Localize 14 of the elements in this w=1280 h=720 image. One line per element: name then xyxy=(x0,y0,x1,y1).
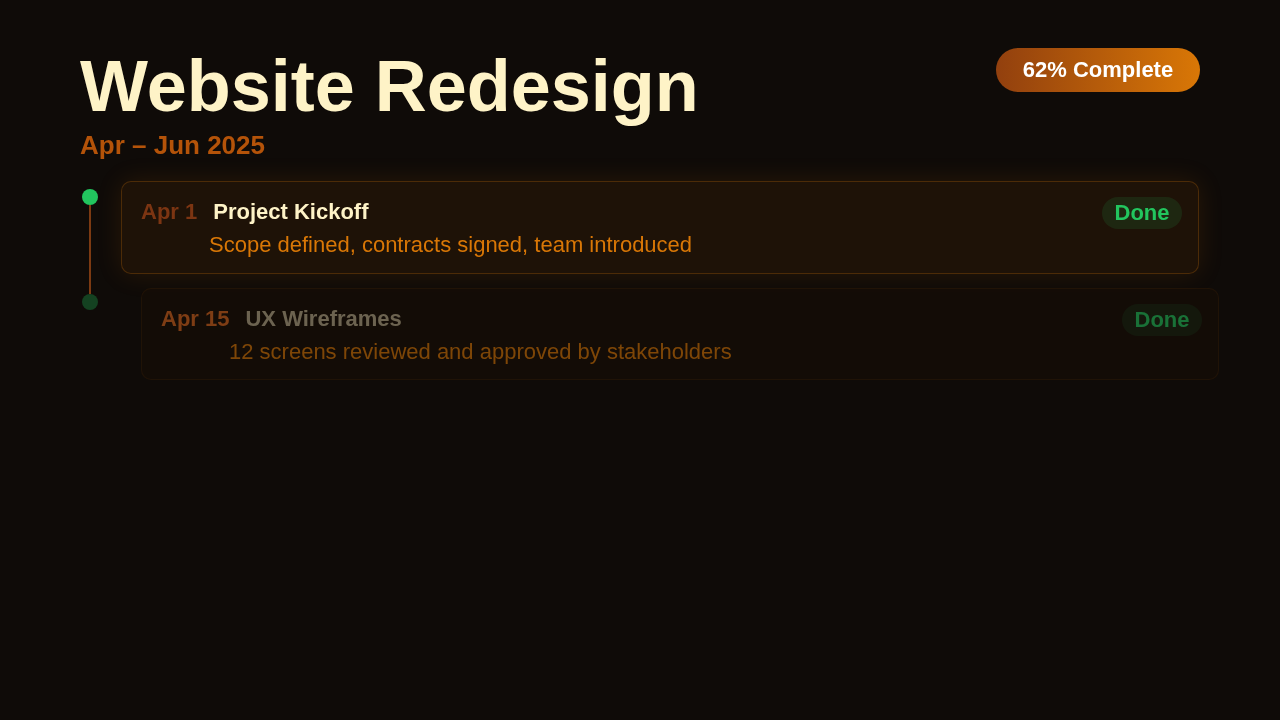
status-dot-icon xyxy=(82,189,98,205)
subtitle: Apr – Jun 2025 xyxy=(80,132,265,158)
status-badge: Done xyxy=(1122,304,1202,336)
milestone-date: Apr 1 xyxy=(141,199,198,225)
milestone-date: Apr 15 xyxy=(161,306,230,332)
milestone-description: 12 screens reviewed and approved by stakeholders xyxy=(229,339,732,365)
progress-badge: 62% Complete xyxy=(996,48,1200,92)
milestone-title: UX Wireframes xyxy=(245,306,402,332)
status-dot-icon xyxy=(82,294,98,310)
timeline-line xyxy=(89,204,91,295)
milestone-description: Scope defined, contracts signed, team introduced xyxy=(209,232,693,258)
status-badge: Done xyxy=(1102,197,1182,229)
milestone-card xyxy=(121,181,1199,274)
milestone-title: Project Kickoff xyxy=(213,199,369,225)
